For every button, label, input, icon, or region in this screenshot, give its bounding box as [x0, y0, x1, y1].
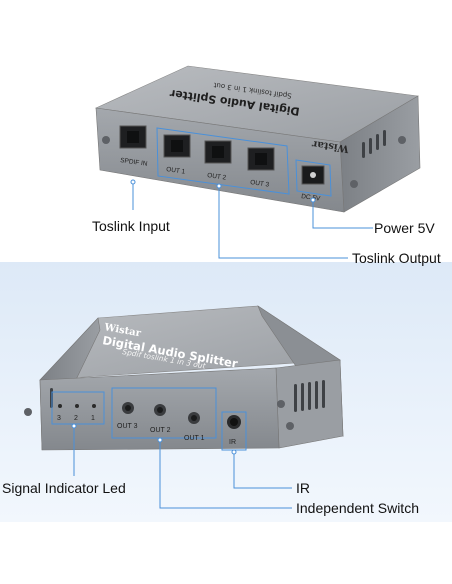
switch-out1 — [188, 412, 200, 424]
out2-port — [204, 140, 232, 164]
ir-callout: IR — [296, 480, 310, 496]
toslink-output-callout: Toslink Output — [352, 250, 441, 266]
spdif-in-label: SPDIF IN — [120, 157, 148, 168]
top-callout-lines — [130, 179, 373, 259]
power-5v-callout: Power 5V — [374, 220, 435, 236]
switch-out3-label: OUT 3 — [117, 423, 138, 430]
led-3-label: 3 — [57, 415, 61, 422]
top-device-brand-logo: Wistar — [311, 138, 351, 154]
out2-label: OUT 2 — [207, 172, 227, 182]
switch-out2-label: OUT 2 — [150, 427, 171, 434]
led-indicators — [58, 404, 96, 408]
out3-port — [247, 147, 275, 171]
bottom-callout-lines — [71, 423, 292, 509]
independent-switch-callout: Independent Switch — [296, 500, 419, 516]
ir-port-label: IR — [229, 439, 236, 446]
switch-out1-label: OUT 1 — [184, 435, 205, 442]
ir-receiver — [227, 415, 241, 429]
bottom-splitter-device: Wistar Digital Audio Splitter Spdif tosl… — [24, 305, 344, 451]
out3-label: OUT 3 — [250, 179, 270, 189]
led-2-label: 2 — [74, 415, 78, 422]
dc-5v-label: DC 5V — [301, 193, 322, 203]
dc-power-jack — [301, 165, 325, 185]
out1-label: OUT 1 — [166, 166, 186, 176]
switch-out3 — [122, 402, 134, 414]
signal-indicator-led-callout: Signal Indicator Led — [2, 480, 126, 496]
switch-out2 — [154, 404, 166, 416]
led-1-label: 1 — [91, 415, 95, 422]
spdif-in-port — [119, 125, 147, 149]
out1-port — [163, 134, 191, 158]
top-splitter-device: Digital Audio Splitter Spdif toslink 1 i… — [94, 65, 421, 213]
toslink-input-callout: Toslink Input — [92, 218, 170, 234]
